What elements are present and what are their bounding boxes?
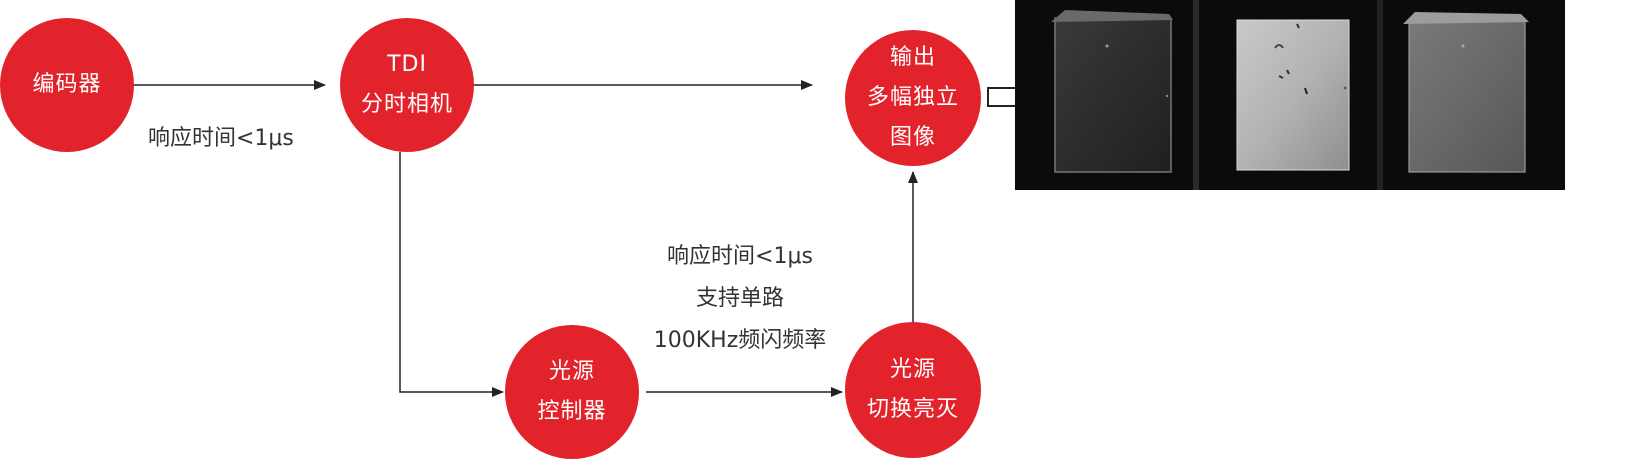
node-output-images: 输出 多幅独立 图像 xyxy=(845,30,981,166)
node-output-line-2: 多幅独立 xyxy=(866,85,959,110)
arrow-camera-to-light-controller xyxy=(399,152,504,397)
node-switch-line-1: 光源 xyxy=(889,357,936,382)
output-image-2 xyxy=(1236,19,1350,171)
node-controller-line-1: 光源 xyxy=(548,359,595,384)
label-controller-spec-3: 100KHz频闪频率 xyxy=(653,328,827,353)
node-light-controller: 光源 控制器 xyxy=(505,325,639,459)
node-controller-line-2: 控制器 xyxy=(537,399,607,424)
node-output-line-3: 图像 xyxy=(889,125,936,150)
node-encoder: 编码器 xyxy=(0,18,134,152)
node-switch-line-2: 切换亮灭 xyxy=(866,397,959,422)
node-camera-line-1: TDI xyxy=(387,52,427,77)
label-controller-specs: 响应时间<1μs 支持单路 100KHz频闪频率 xyxy=(620,236,860,362)
output-image-3 xyxy=(1403,12,1529,173)
label-encoder-response-time: 响应时间<1μs xyxy=(148,126,294,151)
frame-divider-1 xyxy=(1193,0,1199,190)
output-images-panel xyxy=(1015,0,1565,190)
node-tdi-camera: TDI 分时相机 xyxy=(340,18,474,152)
frame-divider-2 xyxy=(1377,0,1383,190)
node-light-switch: 光源 切换亮灭 xyxy=(845,322,981,458)
node-camera-line-2: 分时相机 xyxy=(360,92,453,117)
output-image-1 xyxy=(1051,10,1173,173)
node-output-line-1: 输出 xyxy=(889,45,936,70)
node-encoder-line-1: 编码器 xyxy=(32,72,102,97)
label-controller-spec-1: 响应时间<1μs xyxy=(667,244,813,269)
output-images-svg xyxy=(1051,0,1529,190)
label-controller-spec-2: 支持单路 xyxy=(695,286,784,311)
